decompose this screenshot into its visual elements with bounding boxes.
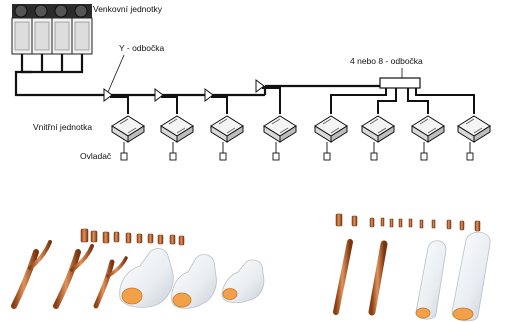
header-coupler-row xyxy=(335,213,481,232)
controller xyxy=(323,142,331,161)
y-branch-icon xyxy=(103,88,113,102)
indoor-unit xyxy=(411,115,445,143)
outdoor-units-label: Venkovní jednotky xyxy=(93,4,163,14)
y-branch-markers xyxy=(103,79,265,102)
outdoor-piping xyxy=(14,54,104,97)
y-branch-fittings-photo xyxy=(11,228,265,309)
controller xyxy=(120,142,128,161)
controllers xyxy=(120,142,474,161)
outdoor-units: Venkovní jednotky xyxy=(11,4,163,55)
y-branch-icon xyxy=(154,88,164,102)
indoor-unit-label: Vnitřní jednotka xyxy=(33,122,92,132)
y-branch-lines xyxy=(110,87,281,114)
y-branch-icon xyxy=(204,88,214,102)
outdoor-unit xyxy=(11,4,93,55)
indoor-unit xyxy=(263,115,297,143)
insulation-shells xyxy=(119,248,265,309)
indoor-unit xyxy=(111,115,145,143)
indoor-unit xyxy=(457,115,491,143)
insulation-headers xyxy=(415,231,491,322)
controller xyxy=(169,142,177,161)
copper-coupler-row xyxy=(80,228,185,246)
header-branch-label: 4 nebo 8 - odbočka xyxy=(350,56,423,66)
header-branch: 4 nebo 8 - odbočka xyxy=(350,56,423,89)
main-pipe xyxy=(104,84,395,97)
controller xyxy=(272,142,280,161)
controller xyxy=(466,142,474,161)
controller xyxy=(420,142,428,161)
y-branch-icon xyxy=(255,79,265,93)
indoor-units xyxy=(111,115,491,143)
copper-y-branches xyxy=(11,240,128,309)
copper-headers xyxy=(333,239,406,316)
controller xyxy=(370,142,378,161)
header-lines xyxy=(330,88,475,114)
indoor-unit xyxy=(314,115,348,143)
controller xyxy=(219,142,227,161)
indoor-unit xyxy=(361,115,395,143)
controller-label: Ovladač xyxy=(80,151,112,161)
indoor-unit xyxy=(160,115,194,143)
indoor-unit xyxy=(210,115,244,143)
y-branch-callout xyxy=(107,54,125,93)
y-branch-label: Y - odbočka xyxy=(119,43,164,53)
header-fittings-photo xyxy=(333,213,491,322)
